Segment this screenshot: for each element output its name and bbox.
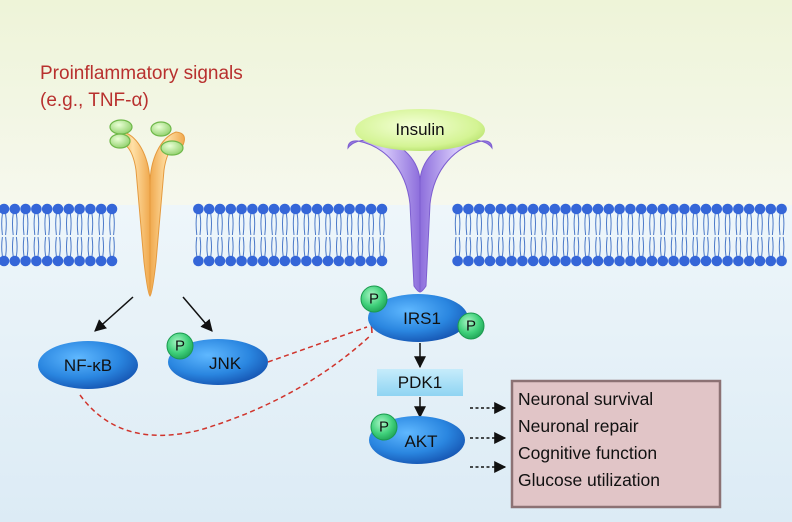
jnk-label: JNK [208, 354, 242, 373]
signals-title-line1: Proinflammatory signals [40, 63, 243, 84]
extracellular-space [0, 0, 792, 205]
irs1-phospho-label-left: P [368, 290, 380, 308]
irs1-protein [368, 294, 468, 342]
outcome-arrows [470, 402, 507, 473]
activation-arrows [94, 296, 426, 419]
irs1-phospho-marker-right [457, 312, 485, 340]
akt-phospho-label: P [378, 418, 390, 436]
nfkb-label: NF-κB [63, 356, 113, 375]
tnf-ligand-dots [109, 119, 184, 156]
nfkb-protein [38, 341, 138, 389]
cell-membrane [0, 203, 787, 267]
outcome-item: Neuronal repair [518, 416, 639, 436]
outcome-item: Glucose utilization [518, 470, 661, 490]
inhibition-lines [79, 326, 371, 437]
pdk1-label: PDK1 [397, 373, 443, 392]
irs1-label: IRS1 [403, 309, 441, 328]
jnk-protein [168, 339, 268, 385]
akt-phospho-marker [370, 413, 398, 441]
akt-label: AKT [404, 432, 438, 451]
pdk1-box [377, 369, 463, 396]
signals-title-line2: (e.g., TNF-α) [40, 90, 149, 111]
outcome-box [510, 379, 722, 509]
insulin-ligand [355, 109, 485, 151]
insulin-label: Insulin [395, 120, 445, 139]
outcome-item: Neuronal survival [518, 389, 654, 409]
jnk-phospho-marker [166, 332, 194, 360]
irs1-phospho-marker-left [360, 285, 388, 313]
jnk-phospho-label: P [174, 337, 186, 355]
proinflammatory-signals-label: Proinflammatory signals (e.g., TNF-α) [40, 60, 243, 114]
outcome-item: Cognitive function [518, 443, 658, 463]
irs1-phospho-label-right: P [465, 317, 477, 335]
outcome-list: Neuronal survival Neuronal repair Cognit… [518, 386, 706, 494]
